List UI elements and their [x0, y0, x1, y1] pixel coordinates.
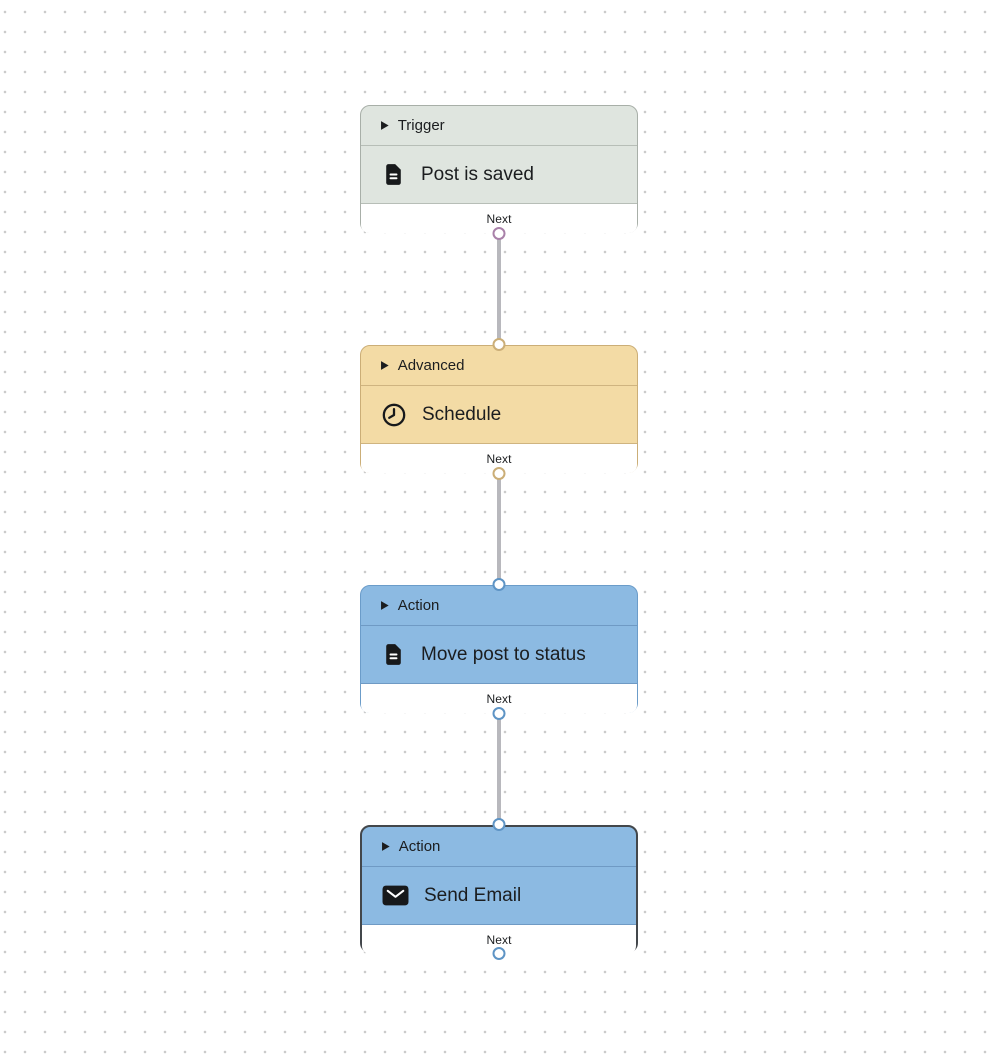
- node-category-label: Advanced: [397, 357, 465, 374]
- node-send-email[interactable]: ▶ Action Send Email Next: [360, 818, 638, 960]
- node-body[interactable]: Post is saved: [361, 146, 637, 204]
- edge-trigger-to-schedule[interactable]: [497, 233, 501, 345]
- collapse-triangle-icon[interactable]: ▶: [382, 839, 390, 853]
- node-post-is-saved[interactable]: ▶ Trigger Post is saved Next: [360, 105, 638, 240]
- output-port[interactable]: [492, 467, 506, 480]
- next-branch-label: Next: [486, 211, 512, 226]
- node-category-label: Action: [397, 597, 440, 614]
- node-header[interactable]: ▶ Trigger: [361, 106, 637, 146]
- node-body[interactable]: Move post to status: [361, 626, 637, 684]
- node-move-post-to-status[interactable]: ▶ Action Move post to status Next: [360, 578, 638, 720]
- next-branch-label: Next: [486, 932, 512, 947]
- node-header[interactable]: ▶ Action: [362, 827, 636, 867]
- collapse-triangle-icon[interactable]: ▶: [381, 598, 389, 612]
- collapse-triangle-icon[interactable]: ▶: [381, 118, 389, 132]
- next-branch-label: Next: [486, 451, 512, 466]
- mail-icon: [382, 885, 409, 906]
- node-schedule[interactable]: ▶ Advanced Schedule Next: [360, 338, 638, 480]
- output-port[interactable]: [492, 707, 506, 720]
- document-icon: [381, 162, 406, 187]
- node-category-label: Action: [398, 838, 441, 855]
- next-branch-label: Next: [486, 691, 512, 706]
- output-port[interactable]: [492, 947, 506, 960]
- node-category-label: Trigger: [397, 117, 445, 134]
- node-header[interactable]: ▶ Advanced: [361, 346, 637, 386]
- input-port[interactable]: [492, 578, 506, 591]
- output-port[interactable]: [492, 227, 506, 240]
- node-header[interactable]: ▶ Action: [361, 586, 637, 626]
- edge-move-post-to-send-email[interactable]: [497, 713, 501, 825]
- clock-icon: [381, 402, 407, 428]
- document-icon: [381, 642, 406, 667]
- node-title: Send Email: [424, 884, 522, 906]
- node-title: Post is saved: [421, 163, 534, 185]
- edge-schedule-to-move-post[interactable]: [497, 473, 501, 585]
- node-body[interactable]: Schedule: [361, 386, 637, 444]
- node-title: Schedule: [422, 403, 502, 425]
- input-port[interactable]: [492, 818, 506, 831]
- input-port[interactable]: [492, 338, 506, 351]
- node-title: Move post to status: [421, 643, 586, 665]
- node-body[interactable]: Send Email: [362, 867, 636, 925]
- collapse-triangle-icon[interactable]: ▶: [381, 358, 389, 372]
